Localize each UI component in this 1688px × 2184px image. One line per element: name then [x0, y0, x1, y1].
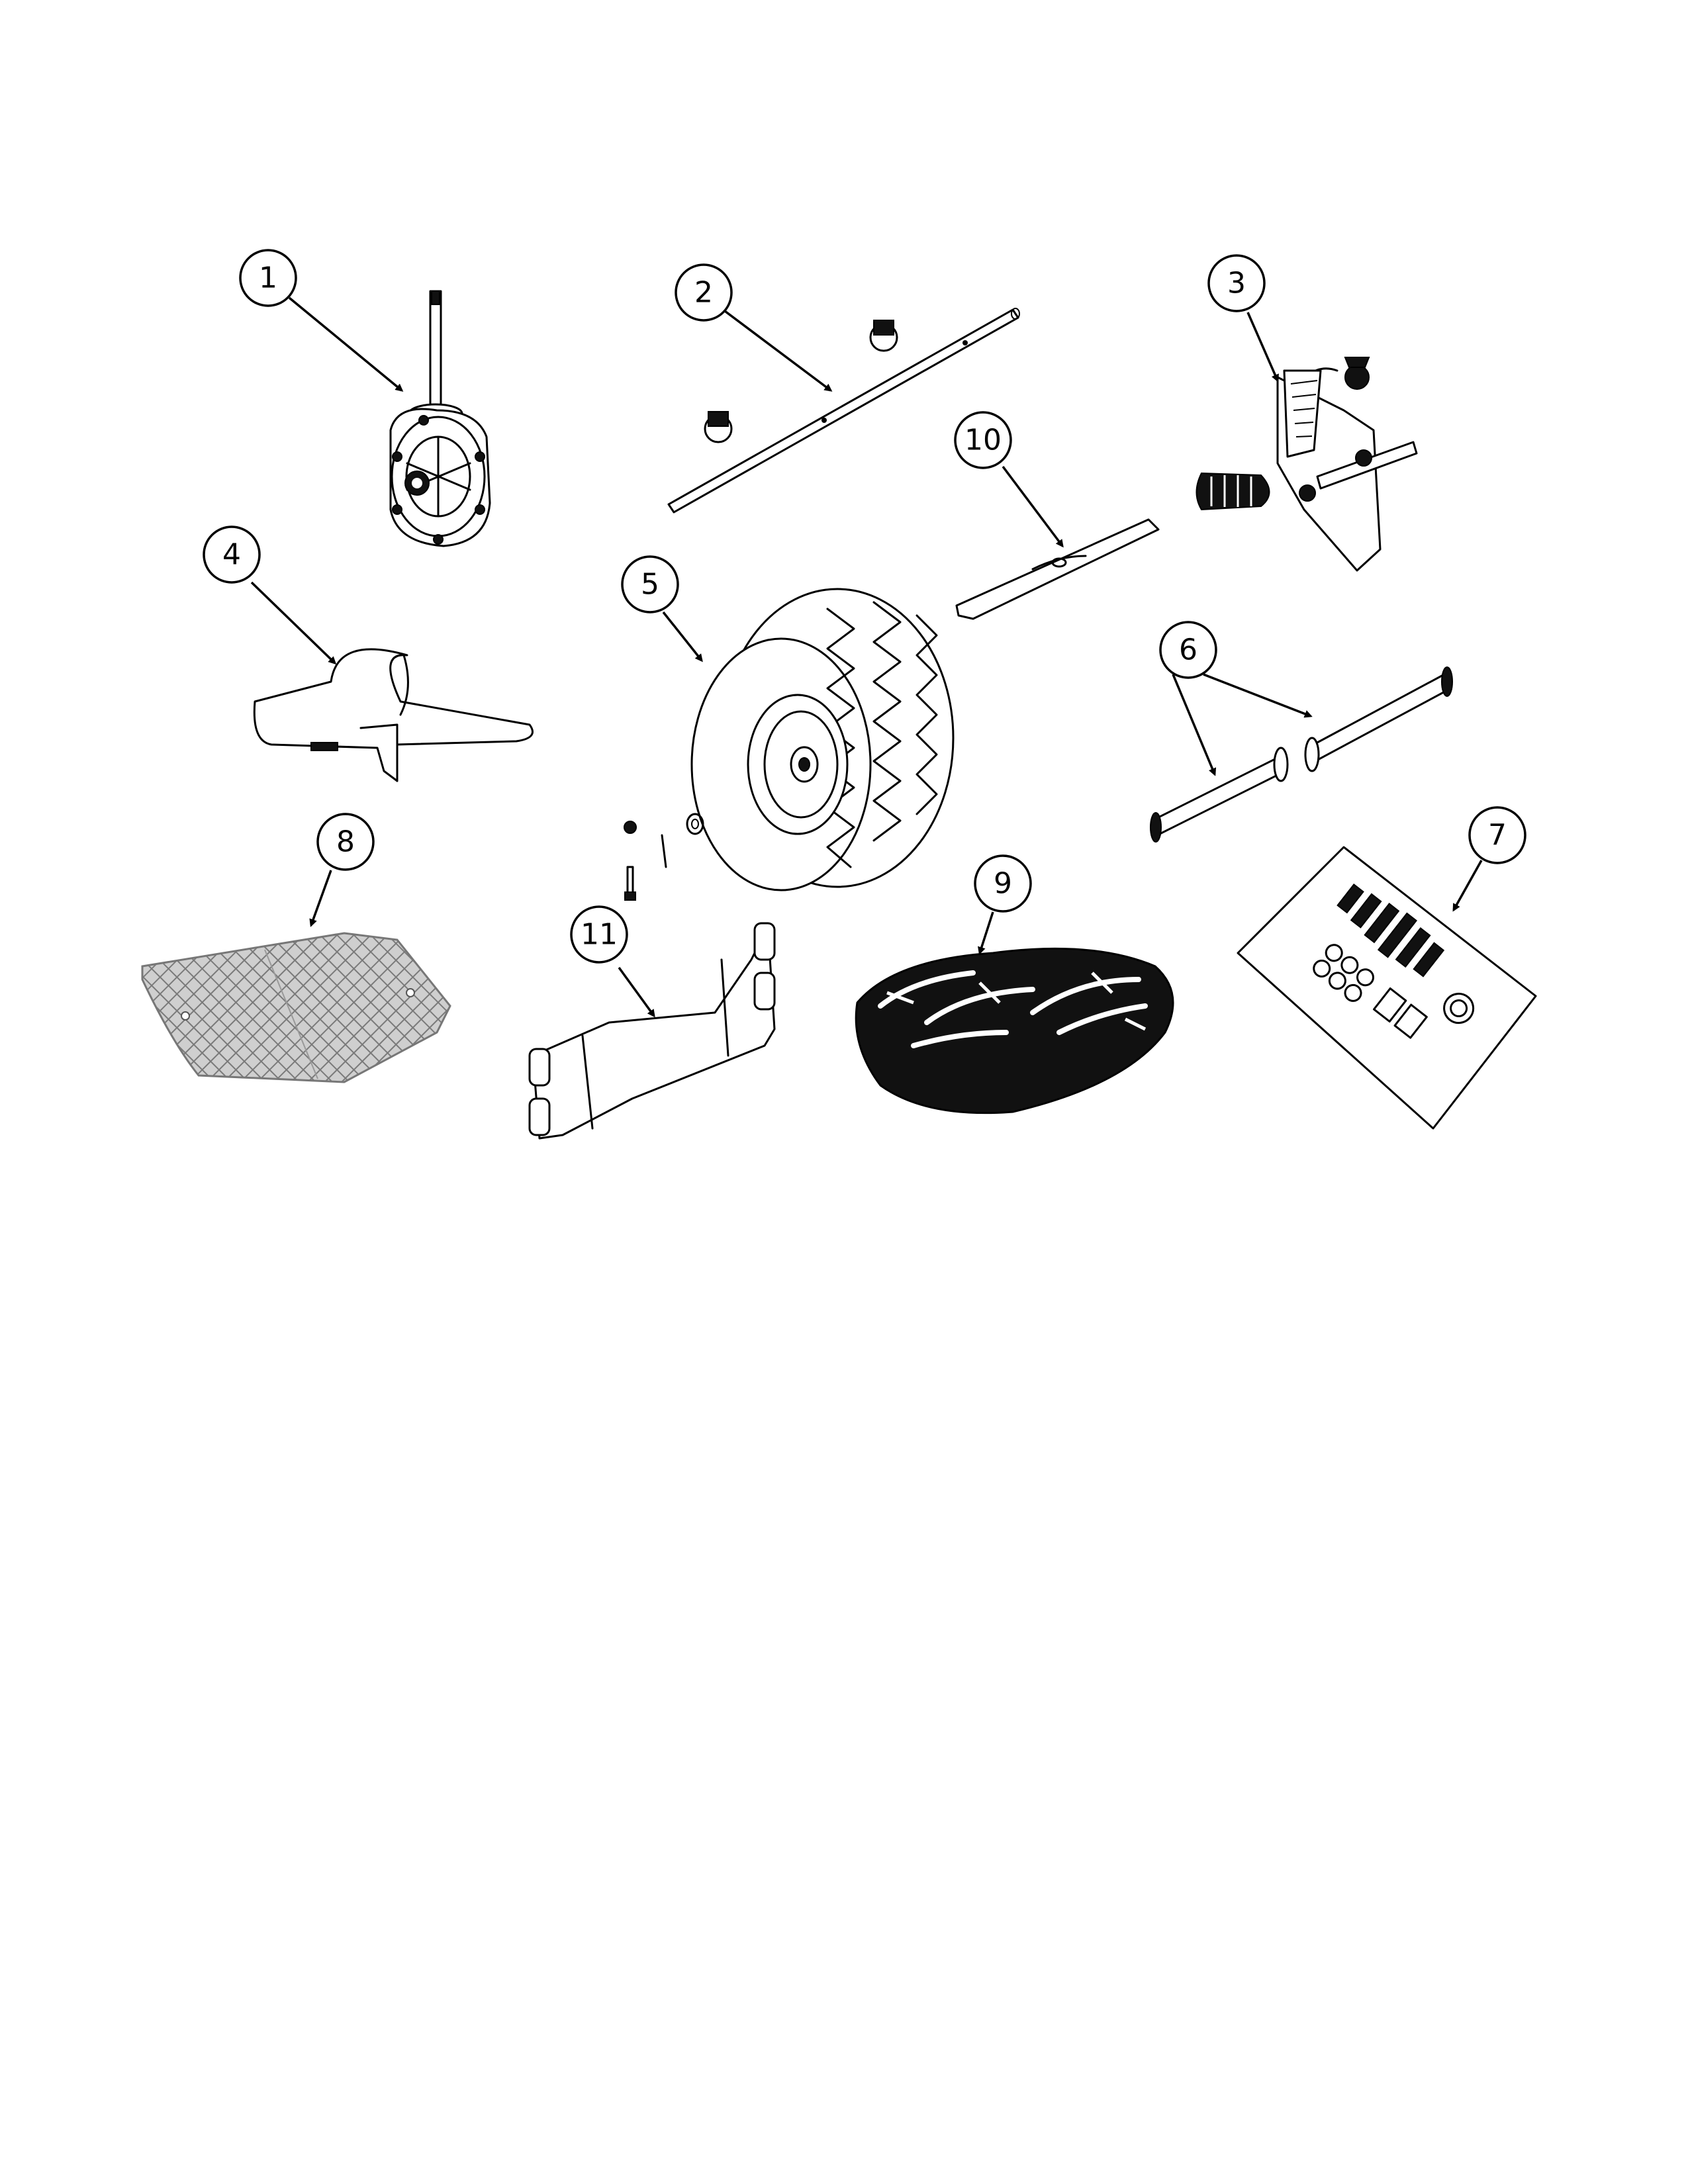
part-7-hardware-card [1237, 846, 1537, 1130]
callout-2: 2 [675, 263, 733, 322]
leader-9 [978, 911, 994, 955]
callout-3-label: 3 [1227, 267, 1246, 300]
callout-10: 10 [954, 411, 1012, 469]
part-4-plate [253, 648, 534, 782]
callout-4: 4 [203, 525, 261, 584]
callout-9: 9 [974, 854, 1032, 913]
callout-8-label: 8 [336, 825, 355, 859]
callout-11: 11 [570, 905, 628, 964]
part-8-mat [141, 932, 451, 1083]
leader-6a [1172, 674, 1217, 776]
callout-8: 8 [316, 813, 375, 871]
callout-7: 7 [1468, 806, 1526, 864]
callout-6-label: 6 [1179, 633, 1197, 667]
callout-5-label: 5 [641, 568, 659, 602]
part-9-cover [855, 947, 1174, 1115]
callout-9-label: 9 [994, 867, 1012, 901]
callout-1: 1 [239, 249, 297, 307]
leader-lines [250, 296, 1483, 1018]
part-2-axle [667, 308, 1020, 514]
callout-1-label: 1 [259, 261, 277, 295]
leader-2 [724, 310, 833, 392]
leader-4 [250, 581, 337, 665]
callout-5: 5 [621, 555, 679, 614]
part-11-bracket [528, 922, 776, 1140]
leader-6b [1203, 673, 1313, 718]
part-3-height-adjuster [1196, 357, 1418, 572]
leader-1 [288, 296, 404, 392]
callout-11-label: 11 [581, 918, 618, 952]
leader-7 [1452, 860, 1483, 912]
callout-7-label: 7 [1488, 819, 1507, 852]
callout-10-label: 10 [964, 424, 1002, 457]
part-5-wheel [624, 588, 955, 901]
callout-6: 6 [1159, 621, 1217, 679]
leader-10 [1002, 465, 1064, 548]
leader-5 [662, 611, 703, 662]
leader-3 [1246, 312, 1279, 383]
callout-2-label: 2 [694, 276, 713, 310]
part-10-blade [955, 518, 1160, 620]
callout-4-label: 4 [222, 538, 241, 572]
leader-8 [309, 870, 332, 927]
part-6-grips [1150, 666, 1453, 842]
part-1-gearbox [389, 290, 491, 547]
callout-3: 3 [1207, 254, 1266, 312]
leader-11 [618, 966, 655, 1018]
